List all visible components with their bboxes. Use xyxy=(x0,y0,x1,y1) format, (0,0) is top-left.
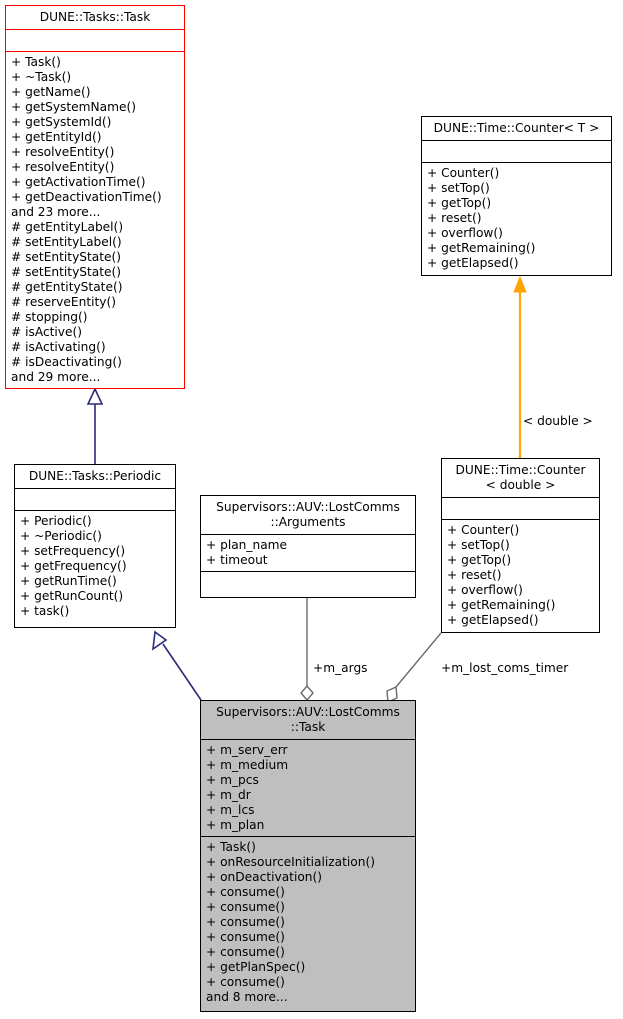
inheritance-periodic-to-task xyxy=(86,387,104,464)
class-member-row: # setEntityState() xyxy=(11,265,122,279)
edge-label-template-binding: < double > xyxy=(523,414,593,428)
class-member-row: and 29 more... xyxy=(11,370,101,384)
methods-section-dune-tasks-task: + Task()+ ~Task()+ getName()+ getSystemN… xyxy=(6,52,184,388)
attributes-section-dune-tasks-task xyxy=(6,30,184,52)
class-member-row: # isActivating() xyxy=(11,340,106,354)
class-member-row: + setTop() xyxy=(427,181,490,195)
class-member-row: + timeout xyxy=(206,553,268,567)
methods-section-dune-tasks-periodic: + Periodic()+ ~Periodic()+ setFrequency(… xyxy=(15,511,175,622)
class-member-row: # stopping() xyxy=(11,310,88,324)
class-box-dune-tasks-periodic[interactable]: DUNE::Tasks::Periodic + Periodic()+ ~Per… xyxy=(14,464,176,628)
attributes-section-lostcomms-arguments: + plan_name+ timeout xyxy=(201,535,415,572)
aggregation-m-args xyxy=(300,598,314,702)
class-member-row: + getElapsed() xyxy=(447,613,539,627)
attributes-section-dune-time-counter-t xyxy=(422,141,611,163)
class-member-row: + plan_name xyxy=(206,538,288,552)
class-member-row: + consume() xyxy=(206,915,285,929)
aggregation-m-lost-coms-timer xyxy=(386,632,442,704)
class-member-row: + Periodic() xyxy=(20,514,92,528)
attributes-section-lostcomms-task: + m_serv_err+ m_medium+ m_pcs+ m_dr+ m_l… xyxy=(201,740,415,837)
edge-label-m-args: +m_args xyxy=(313,661,368,675)
attributes-section-dune-time-counter-double xyxy=(442,498,599,520)
methods-section-dune-time-counter-double: + Counter()+ setTop()+ getTop()+ reset()… xyxy=(442,520,599,631)
class-member-row: + reset() xyxy=(447,568,502,582)
class-member-row: # setEntityLabel() xyxy=(11,235,122,249)
class-member-row: # setEntityState() xyxy=(11,250,122,264)
class-member-row: + Task() xyxy=(11,55,61,69)
class-member-row: + getElapsed() xyxy=(427,256,519,270)
class-member-row: # getEntityLabel() xyxy=(11,220,124,234)
class-member-row: and 23 more... xyxy=(11,205,101,219)
class-member-row: + consume() xyxy=(206,885,285,899)
class-member-row: + consume() xyxy=(206,930,285,944)
class-box-lostcomms-task[interactable]: Supervisors::AUV::LostComms ::Task + m_s… xyxy=(200,700,416,1012)
class-member-row: + getTop() xyxy=(447,553,512,567)
class-member-row: + getRemaining() xyxy=(427,241,536,255)
methods-section-lostcomms-task: + Task()+ onResourceInitialization()+ on… xyxy=(201,837,415,1008)
class-member-row: + overflow() xyxy=(427,226,503,240)
class-member-row: + ~Periodic() xyxy=(20,529,102,543)
methods-section-lostcomms-arguments xyxy=(201,572,415,593)
class-member-row: + getPlanSpec() xyxy=(206,960,306,974)
class-member-row: + getRemaining() xyxy=(447,598,556,612)
class-member-row: + getDeactivationTime() xyxy=(11,190,162,204)
class-title-dune-tasks-periodic: DUNE::Tasks::Periodic xyxy=(15,465,175,489)
class-member-row: + reset() xyxy=(427,211,482,225)
template-binding-counter xyxy=(513,275,527,458)
class-member-row: # reserveEntity() xyxy=(11,295,116,309)
class-member-row: # getEntityState() xyxy=(11,280,123,294)
class-member-row: + setTop() xyxy=(447,538,510,552)
class-member-row: + m_serv_err xyxy=(206,743,288,757)
class-member-row: + Task() xyxy=(206,840,256,854)
class-member-row: and 8 more... xyxy=(206,990,288,1004)
class-member-row: + getFrequency() xyxy=(20,559,127,573)
class-member-row: + m_plan xyxy=(206,818,265,832)
class-member-row: + m_lcs xyxy=(206,803,255,817)
class-member-row: + getEntityId() xyxy=(11,130,102,144)
class-box-dune-tasks-task[interactable]: DUNE::Tasks::Task + Task()+ ~Task()+ get… xyxy=(5,5,185,389)
class-title-lostcomms-arguments: Supervisors::AUV::LostComms ::Arguments xyxy=(201,496,415,535)
class-member-row: + onResourceInitialization() xyxy=(206,855,375,869)
class-member-row: # isDeactivating() xyxy=(11,355,122,369)
class-title-lostcomms-task: Supervisors::AUV::LostComms ::Task xyxy=(201,701,415,740)
class-member-row: + setFrequency() xyxy=(20,544,126,558)
class-member-row: + Counter() xyxy=(427,166,500,180)
class-box-dune-time-counter-double[interactable]: DUNE::Time::Counter < double > + Counter… xyxy=(441,458,600,633)
class-member-row: + getRunCount() xyxy=(20,589,124,603)
class-member-row: + getTop() xyxy=(427,196,492,210)
class-member-row: # isActive() xyxy=(11,325,83,339)
class-box-dune-time-counter-t[interactable]: DUNE::Time::Counter< T > + Counter()+ se… xyxy=(421,116,612,276)
class-member-row: + getSystemId() xyxy=(11,115,112,129)
class-member-row: + m_pcs xyxy=(206,773,259,787)
class-member-row: + overflow() xyxy=(447,583,523,597)
class-member-row: + onDeactivation() xyxy=(206,870,323,884)
class-title-dune-tasks-task: DUNE::Tasks::Task xyxy=(6,6,184,30)
class-member-row: + getName() xyxy=(11,85,91,99)
class-member-row: + consume() xyxy=(206,975,285,989)
class-member-row: + m_dr xyxy=(206,788,251,802)
class-member-row: + resolveEntity() xyxy=(11,145,115,159)
methods-section-dune-time-counter-t: + Counter()+ setTop()+ getTop()+ reset()… xyxy=(422,163,611,274)
class-box-lostcomms-arguments[interactable]: Supervisors::AUV::LostComms ::Arguments … xyxy=(200,495,416,598)
class-member-row: + getRunTime() xyxy=(20,574,117,588)
class-member-row: + Counter() xyxy=(447,523,520,537)
inheritance-lostcomms-task-to-periodic xyxy=(151,630,202,701)
class-member-row: + ~Task() xyxy=(11,70,72,84)
class-member-row: + m_medium xyxy=(206,758,289,772)
class-title-dune-time-counter-double: DUNE::Time::Counter < double > xyxy=(442,459,599,498)
class-member-row: + getSystemName() xyxy=(11,100,137,114)
edge-label-m-lost-coms-timer: +m_lost_coms_timer xyxy=(441,661,569,675)
class-member-row: + getActivationTime() xyxy=(11,175,146,189)
attributes-section-dune-tasks-periodic xyxy=(15,489,175,511)
class-title-dune-time-counter-t: DUNE::Time::Counter< T > xyxy=(422,117,611,141)
class-member-row: + consume() xyxy=(206,945,285,959)
class-member-row: + task() xyxy=(20,604,70,618)
class-member-row: + consume() xyxy=(206,900,285,914)
class-member-row: + resolveEntity() xyxy=(11,160,115,174)
